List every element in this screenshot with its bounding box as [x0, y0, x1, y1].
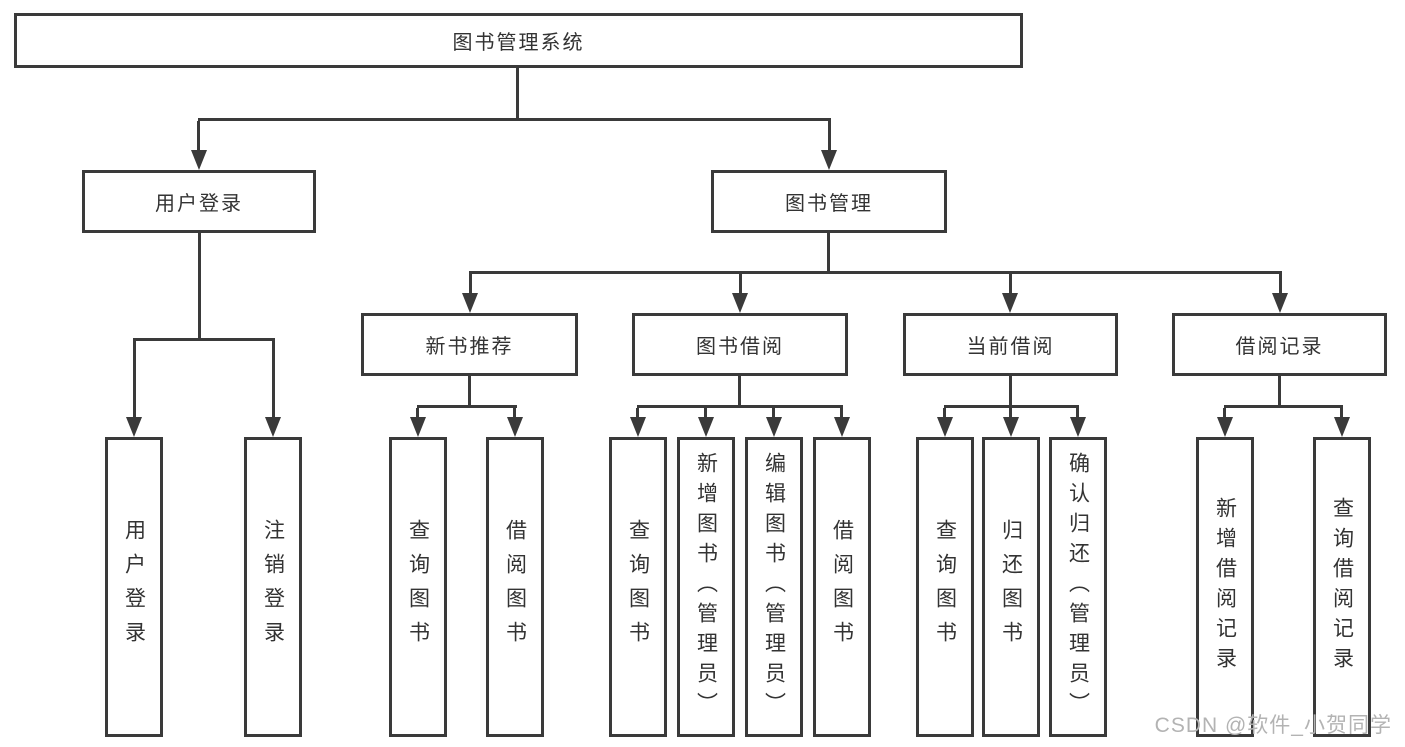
node-new-book-recommend: 新书推荐 — [361, 313, 578, 376]
arrowhead-bb-leaf-1 — [630, 417, 646, 437]
leaf-bb-add-books-admin: 新增图书（管理员） — [677, 437, 735, 737]
connector-root-left-drop — [197, 121, 200, 152]
leaf-bb-query-books: 查询图书 — [609, 437, 667, 737]
connector-book-mgmt-bar — [469, 271, 1282, 274]
arrowhead-to-login-leaf — [126, 417, 142, 437]
node-book-management: 图书管理 — [711, 170, 947, 233]
node-library-management-system: 图书管理系统 — [14, 13, 1023, 68]
arrowhead-to-current-borrow — [1002, 293, 1018, 313]
leaf-bb-borrow-books: 借阅图书 — [813, 437, 871, 737]
connector-book-mgmt-drop-2 — [739, 274, 742, 293]
leaf-br-query-record: 查询借阅记录 — [1313, 437, 1371, 737]
connector-br-bar — [1224, 405, 1343, 408]
node-borrowing-records: 借阅记录 — [1172, 313, 1387, 376]
connector-nbr-bar — [417, 405, 517, 408]
leaf-cb-return-books: 归还图书 — [982, 437, 1040, 737]
arrowhead-nbr-leaf-1 — [410, 417, 426, 437]
leaf-cb-query-books: 查询图书 — [916, 437, 974, 737]
node-current-borrowing: 当前借阅 — [903, 313, 1118, 376]
connector-root-right-drop — [828, 121, 831, 152]
connector-cb-stem — [1009, 376, 1012, 407]
leaf-bb-edit-books-admin: 编辑图书（管理员） — [745, 437, 803, 737]
arrowhead-bb-leaf-4 — [834, 417, 850, 437]
arrowhead-cb-leaf-1 — [937, 417, 953, 437]
connector-nbr-drop-1 — [416, 408, 419, 419]
node-user-login: 用户登录 — [82, 170, 316, 233]
leaf-nbr-borrow-books: 借阅图书 — [486, 437, 544, 737]
arrowhead-nbr-leaf-2 — [507, 417, 523, 437]
connector-book-mgmt-drop-3 — [1009, 274, 1012, 293]
connector-book-mgmt-drop-1 — [469, 274, 472, 293]
arrowhead-to-book-management — [821, 150, 837, 170]
connector-bb-drop-2 — [704, 408, 707, 419]
connector-user-login-drop-1 — [133, 341, 136, 418]
connector-br-stem — [1278, 376, 1281, 407]
connector-user-login-drop-2 — [272, 341, 275, 418]
connector-cb-drop-2 — [1009, 408, 1012, 419]
leaf-br-add-record: 新增借阅记录 — [1196, 437, 1254, 737]
arrowhead-cb-leaf-3 — [1070, 417, 1086, 437]
leaf-nbr-query-books: 查询图书 — [389, 437, 447, 737]
connector-br-drop-1 — [1223, 408, 1226, 419]
arrowhead-to-book-borrow — [732, 293, 748, 313]
arrowhead-br-leaf-1 — [1217, 417, 1233, 437]
arrowhead-bb-leaf-2 — [698, 417, 714, 437]
connector-nbr-drop-2 — [513, 408, 516, 419]
connector-root-bar — [198, 118, 831, 121]
connector-cb-drop-3 — [1076, 408, 1079, 419]
arrowhead-to-logout-leaf — [265, 417, 281, 437]
connector-nbr-stem — [468, 376, 471, 407]
connector-cb-drop-1 — [943, 408, 946, 419]
arrowhead-cb-leaf-2 — [1003, 417, 1019, 437]
arrowhead-to-borrow-record — [1272, 293, 1288, 313]
leaf-logout: 注销登录 — [244, 437, 302, 737]
connector-book-mgmt-stem — [827, 233, 830, 271]
connector-user-login-stem — [198, 233, 201, 338]
connector-bb-drop-4 — [840, 408, 843, 419]
connector-bb-drop-3 — [772, 408, 775, 419]
node-book-borrowing: 图书借阅 — [632, 313, 848, 376]
connector-root-stem — [516, 68, 519, 118]
connector-cb-bar — [944, 405, 1079, 408]
connector-br-drop-2 — [1340, 408, 1343, 419]
watermark: CSDN @软件_小贺同学 — [1154, 714, 1392, 737]
connector-bb-drop-1 — [636, 408, 639, 419]
connector-user-login-bar — [133, 338, 275, 341]
connector-bb-stem — [738, 376, 741, 407]
arrowhead-to-user-login — [191, 150, 207, 170]
arrowhead-to-new-book — [462, 293, 478, 313]
leaf-cb-confirm-return-admin: 确认归还（管理员） — [1049, 437, 1107, 737]
leaf-user-login: 用户登录 — [105, 437, 163, 737]
connector-book-mgmt-drop-4 — [1279, 274, 1282, 293]
arrowhead-bb-leaf-3 — [766, 417, 782, 437]
arrowhead-br-leaf-2 — [1334, 417, 1350, 437]
connector-bb-bar — [637, 405, 843, 408]
